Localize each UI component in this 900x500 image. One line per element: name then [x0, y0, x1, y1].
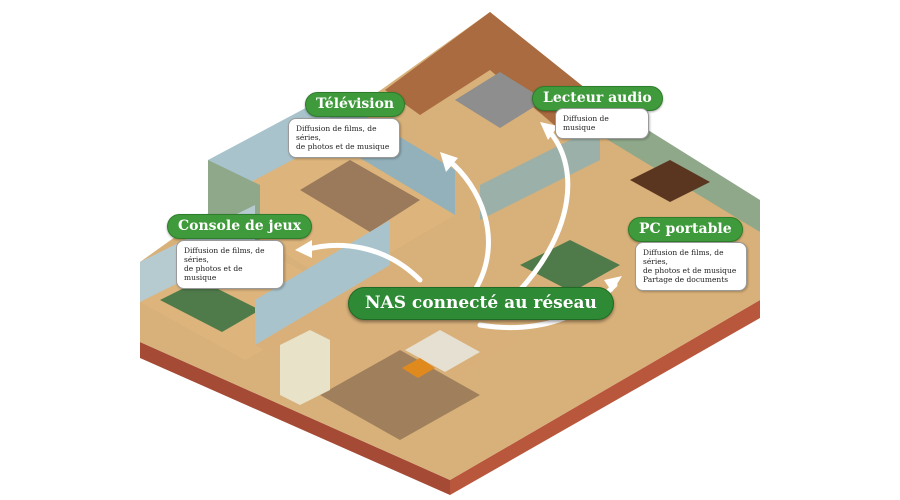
arrow-to-audio [517, 127, 571, 293]
dining-table [630, 160, 710, 202]
tv-room-rug [300, 160, 420, 232]
filing-cabinet [280, 330, 330, 405]
brick-foundation-left [140, 342, 450, 495]
callout-laptop: PC portable [628, 217, 743, 242]
television-label: Télévision [305, 92, 406, 117]
kitchen-counter [455, 72, 545, 128]
arrowhead-audio [540, 122, 558, 140]
callout-television: Télévision [305, 92, 406, 117]
arrowhead-console [295, 240, 312, 258]
nas-label: NAS connecté au réseau [348, 287, 614, 320]
brick-foundation-right [450, 300, 760, 495]
right-bedroom-wall [480, 125, 600, 220]
office-desk [405, 330, 480, 372]
bed-left [160, 280, 260, 332]
arrow-to-console [302, 243, 423, 283]
office-chair [402, 358, 435, 378]
tv-room-floor [208, 140, 455, 285]
arrowhead-tv [440, 152, 458, 172]
laptop-description: Diffusion de films, de séries, de photos… [635, 242, 747, 291]
game-console-label: Console de jeux [167, 214, 313, 239]
television-description: Diffusion de films, de séries, de photos… [288, 118, 400, 158]
arrow-to-tv [445, 157, 491, 293]
office-rug [320, 350, 480, 440]
office-wall [255, 220, 390, 345]
audio-player-label: Lecteur audio [532, 86, 663, 111]
arrowhead-pc [604, 276, 622, 292]
laptop-label: PC portable [628, 217, 743, 242]
game-console-description: Diffusion de films, de séries, de photos… [176, 240, 284, 289]
callout-audio-player: Lecteur audio [532, 86, 663, 111]
audio-player-description: Diffusion de musique [555, 108, 649, 139]
callout-game-console: Console de jeux [167, 214, 313, 239]
